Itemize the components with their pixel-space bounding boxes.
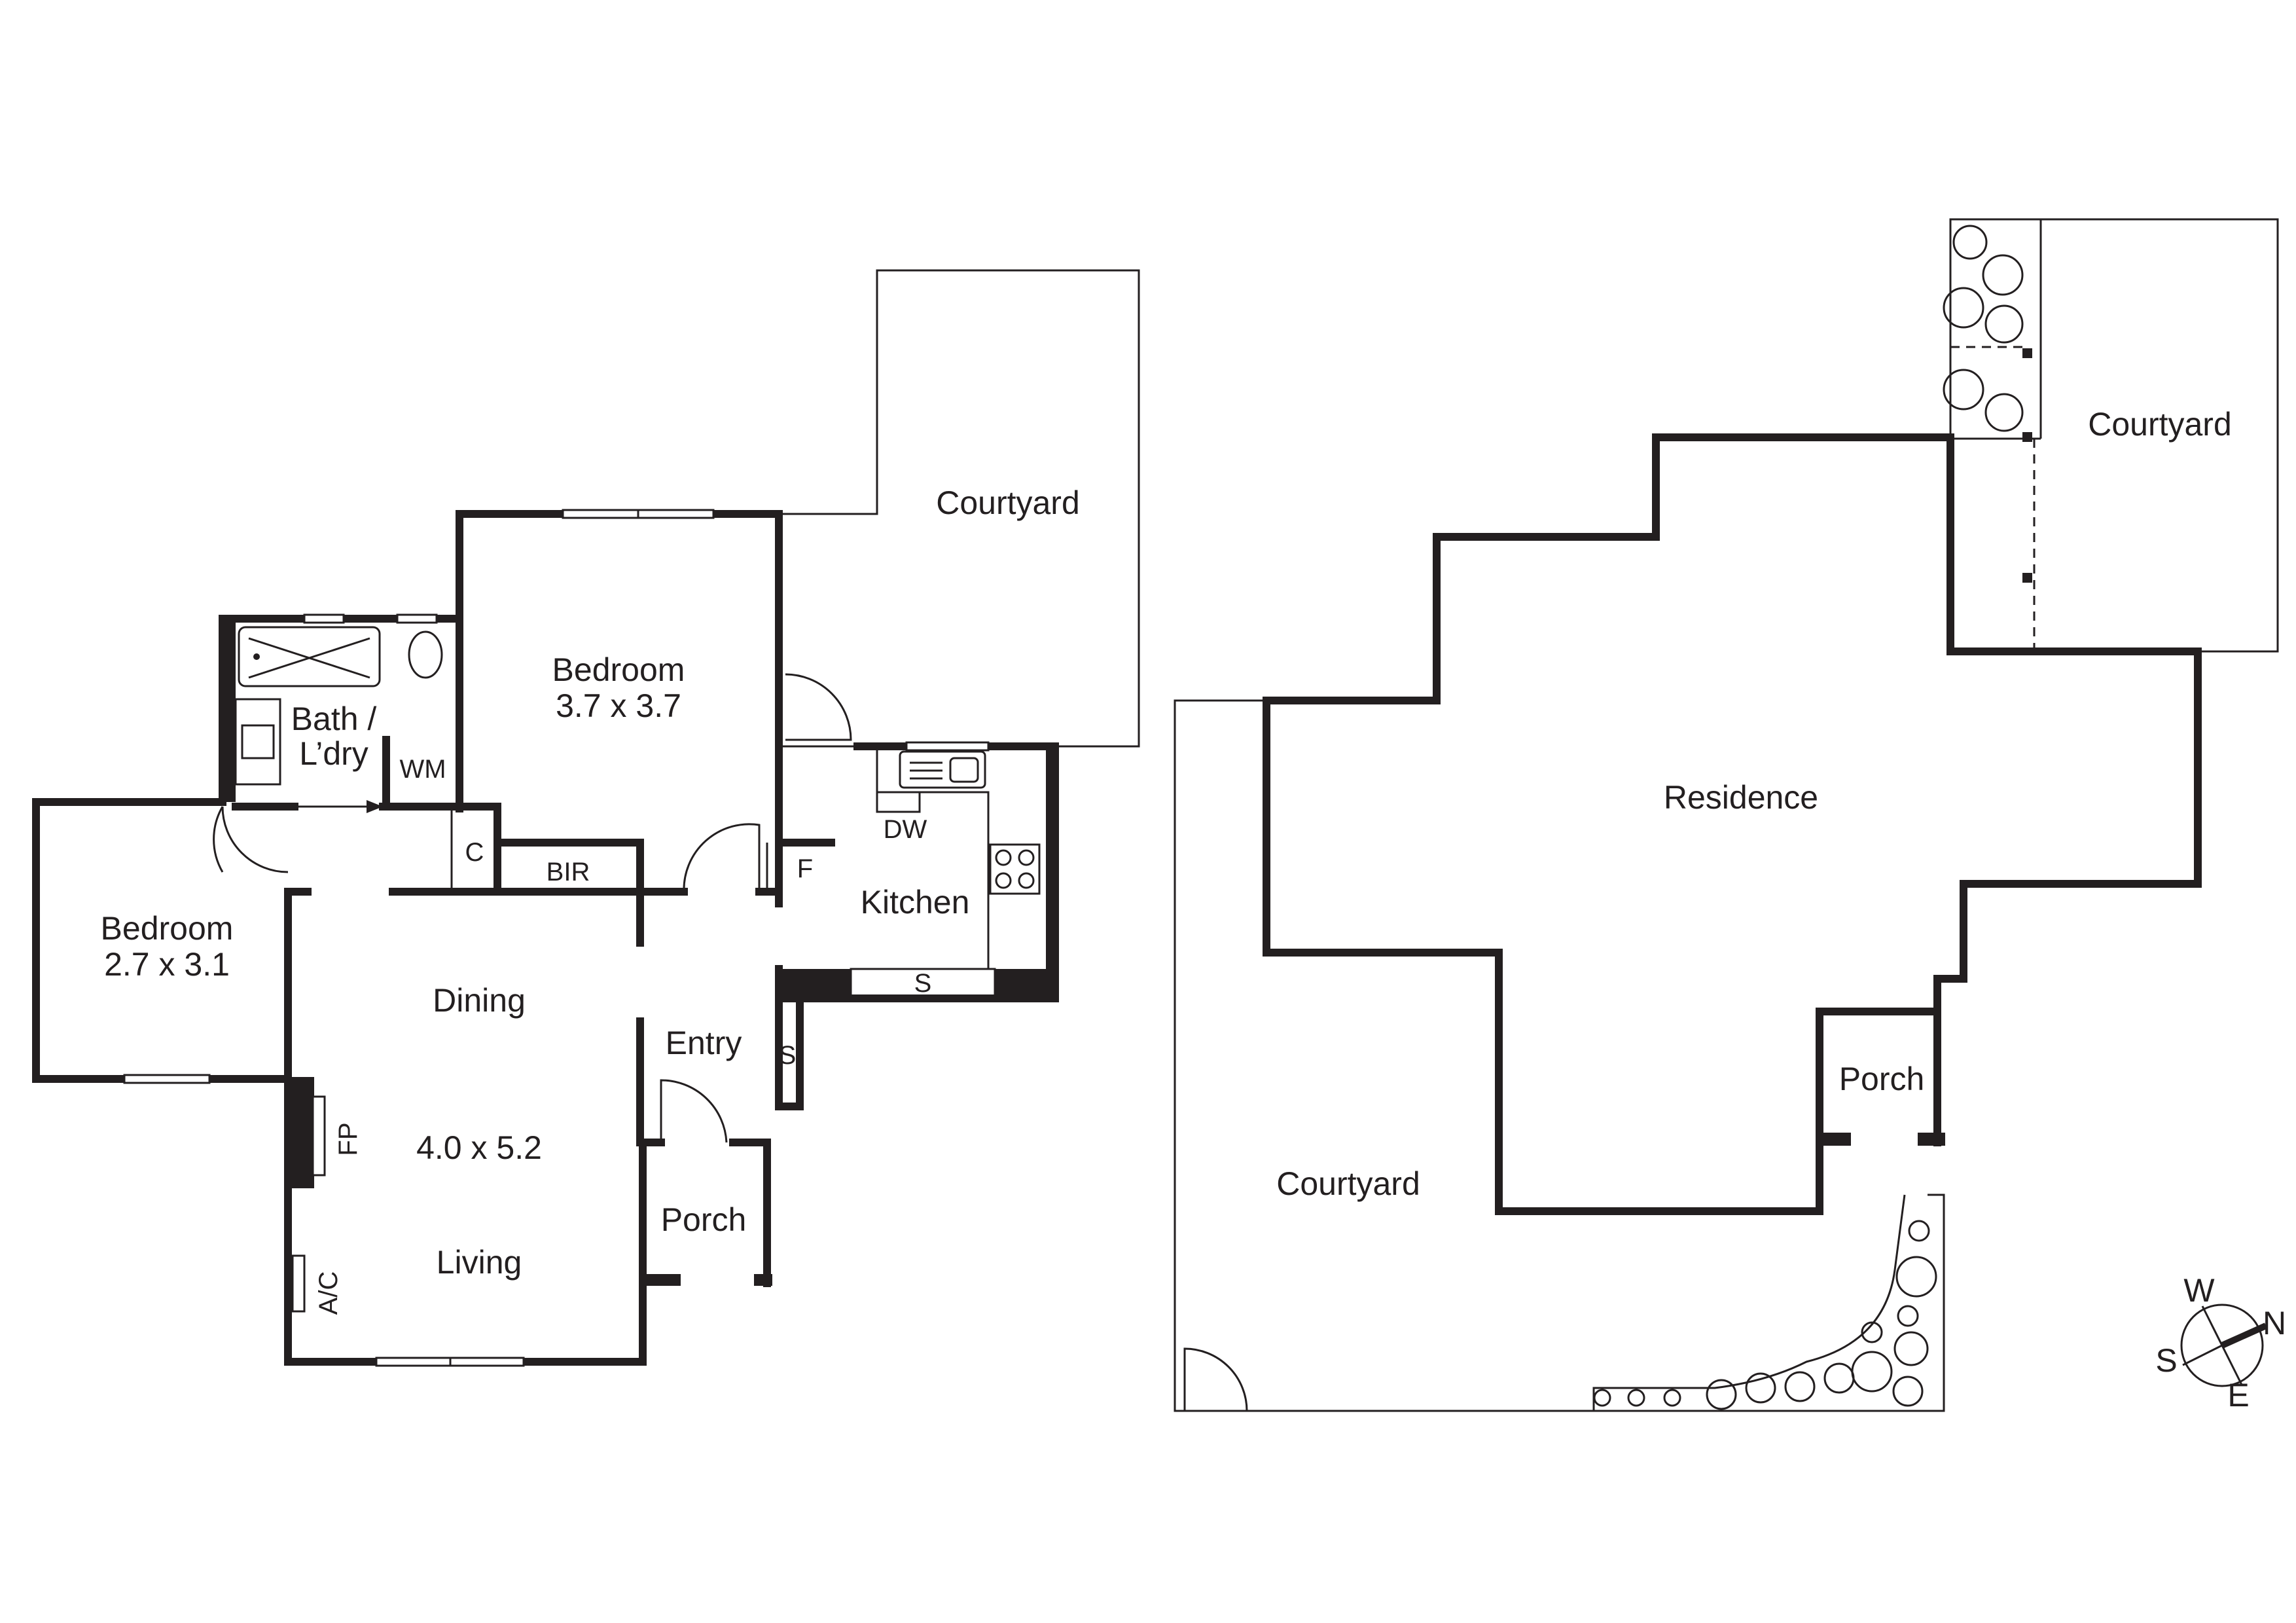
label-bedroom-two-size: 2.7 x 3.1 xyxy=(104,946,230,983)
dishwasher-box xyxy=(876,791,921,813)
site-gate xyxy=(1183,1347,1248,1412)
label-bedroom-main-size: 3.7 x 3.7 xyxy=(556,687,681,724)
compass-n: N xyxy=(2263,1305,2286,1341)
label-courtyard-top: Courtyard xyxy=(936,484,1080,521)
label-entry-storage: S xyxy=(779,1041,797,1070)
kitchen-dark-e xyxy=(1046,746,1055,998)
label-kitchen-storage: S xyxy=(914,969,932,998)
compass-circle xyxy=(2180,1304,2264,1387)
vanity xyxy=(234,698,281,786)
wall-bir-north xyxy=(493,839,644,947)
label-living-size: 4.0 x 5.2 xyxy=(416,1129,542,1166)
label-kitchen: Kitchen xyxy=(861,884,970,921)
window-bedroom-two xyxy=(123,1074,211,1084)
door-bedroom-two xyxy=(213,806,224,873)
wall-bir xyxy=(456,803,501,896)
ac-unit xyxy=(291,1254,306,1313)
label-dining: Dining xyxy=(433,982,526,1019)
kitchen-dark-sw xyxy=(779,969,851,998)
label-entry: Entry xyxy=(666,1025,742,1061)
courtyard-outline xyxy=(779,269,1140,748)
kitchen-dark-se xyxy=(995,969,1055,998)
label-porch: Porch xyxy=(661,1201,747,1238)
cooktop xyxy=(989,843,1041,895)
label-fridge: F xyxy=(797,854,813,883)
site-courtyard-main-outline xyxy=(1174,699,1945,1412)
window-bath-a xyxy=(303,613,345,624)
porch-end-left xyxy=(643,1274,681,1286)
site-label-residence: Residence xyxy=(1664,779,1818,816)
label-bath: Bath / xyxy=(291,701,377,737)
fireplace xyxy=(288,1077,314,1188)
label-fireplace: FP xyxy=(334,1122,363,1156)
label-ac: A/C xyxy=(314,1271,343,1315)
compass-rose: W N S E xyxy=(2155,1272,2286,1413)
kitchen-bench-s xyxy=(850,968,996,1000)
door-courtyard xyxy=(785,673,852,741)
bathtub xyxy=(238,626,381,687)
compass-e: E xyxy=(2227,1377,2249,1413)
site-porch-end-right xyxy=(1918,1133,1945,1146)
label-bedroom-main: Bedroom xyxy=(552,651,685,688)
window-bath-b xyxy=(396,613,438,624)
site-plan: Courtyard Residence Porch Courtyard xyxy=(1174,218,2279,1412)
door-entry xyxy=(660,1079,728,1143)
floor-plan: Courtyard Bedroom 3.7 x 3.7 Bath / L’dry… xyxy=(32,269,1140,1367)
site-label-porch: Porch xyxy=(1839,1061,1925,1097)
site-residence-outline xyxy=(1263,433,2202,1215)
toilet xyxy=(408,630,443,679)
label-laundry: L’dry xyxy=(299,735,368,772)
bathroom-dark-wall xyxy=(223,619,236,802)
site-porch-end-left xyxy=(1820,1133,1851,1146)
label-bedroom-two: Bedroom xyxy=(101,910,234,947)
site-shrubs xyxy=(1593,225,2024,1410)
site-label-courtyard-main: Courtyard xyxy=(1276,1165,1420,1202)
label-wm: WM xyxy=(399,755,446,784)
site-garden-bed xyxy=(1592,1194,1906,1411)
label-closet: C xyxy=(465,838,484,867)
site-label-courtyard-top: Courtyard xyxy=(2088,406,2232,443)
label-dw: DW xyxy=(884,815,927,844)
window-kitchen xyxy=(905,741,990,752)
sink xyxy=(899,750,986,789)
entry-s-wall xyxy=(775,965,804,1110)
kitchen-bench xyxy=(876,746,990,969)
compass-s: S xyxy=(2155,1342,2177,1379)
door-bir xyxy=(683,823,761,892)
kitchen-north-wall xyxy=(775,742,1059,1002)
label-bir: BIR xyxy=(547,858,590,886)
compass-needle-thick xyxy=(2220,1322,2268,1349)
compass-w: W xyxy=(2183,1272,2215,1309)
hall-arrow xyxy=(367,800,383,813)
label-living: Living xyxy=(437,1244,522,1281)
porch-end-right xyxy=(754,1274,772,1286)
